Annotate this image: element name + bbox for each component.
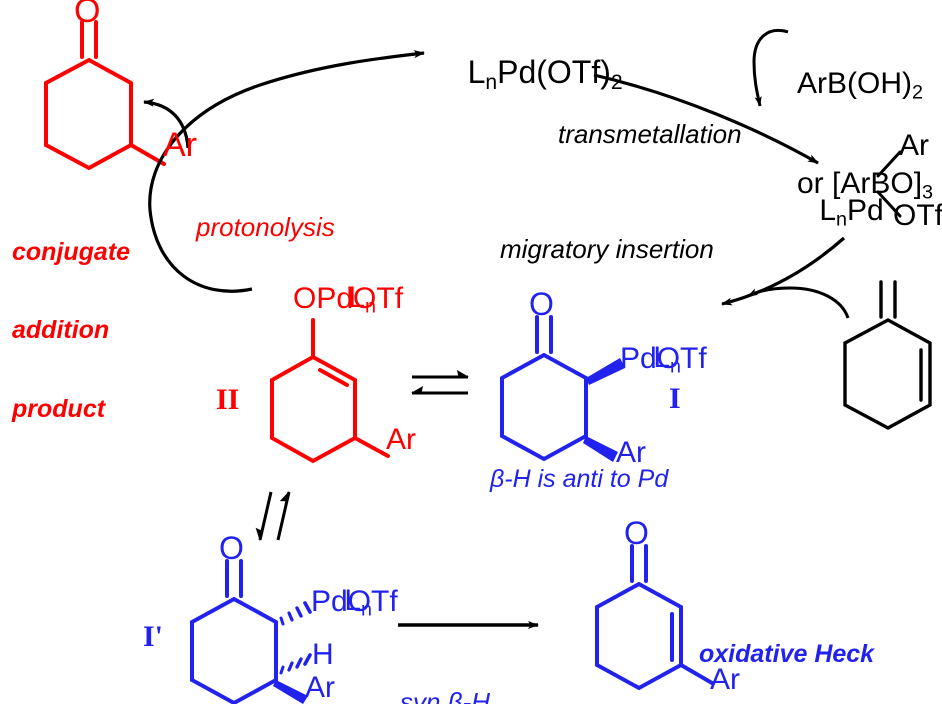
- protonolysis-regeneration-arrow: [148, 50, 425, 293]
- structure-II-L: L: [348, 280, 366, 314]
- catalyst-rest: Pd(OTf): [497, 53, 611, 90]
- aryl-palladium-core-label: LnPd: [786, 163, 884, 261]
- boroxine-sub: 3: [922, 181, 934, 204]
- equilibrium-arrows-vertical: [255, 491, 291, 541]
- structure-I-aryl-label: Ar: [616, 436, 646, 469]
- structure-II-ligand-label: Ln: [315, 250, 376, 348]
- structure-I-prime-oxygen-label: O: [219, 530, 244, 566]
- transmetallation-arrow: [593, 73, 819, 165]
- catalyst-core: L: [467, 53, 486, 90]
- structure-I-prime-L-sub: n: [361, 598, 373, 621]
- structure-I-pd-wedge: [586, 358, 625, 385]
- boron-reagent-sub: 2: [912, 81, 924, 104]
- boron-reagent-entry-arrow: [752, 29, 789, 107]
- structure-I-prime-L: L: [344, 583, 362, 617]
- structure-I-prime-roman-label: I': [143, 620, 164, 653]
- syn-elimination-line-1: syn β-H: [400, 686, 490, 704]
- catalyst-label: LnPd(OTf)2: [432, 22, 623, 127]
- conjugate-caption-line-3: product: [12, 395, 106, 423]
- structure-II-roman-label: II: [216, 383, 240, 416]
- aryl-pd-ligand-L: L: [819, 193, 837, 227]
- protonolysis-label: protonolysis: [196, 212, 335, 242]
- structure-I-prime-pd-hash: [279, 601, 312, 626]
- structure-I-prime-pdotf-label: PdOTf: [311, 585, 398, 618]
- structure-I-prime-ligand-label: Ln: [311, 553, 372, 651]
- conjugate-product-aryl-label: Ar: [163, 126, 197, 164]
- structure-I-roman-label: I: [669, 382, 681, 415]
- conjugate-addition-product-structure: [44, 20, 166, 171]
- structure-II-L-sub: n: [365, 295, 377, 318]
- structure-I-ligand-label: Ln: [620, 310, 681, 408]
- anti-to-pd-annotation: β-H is anti to Pd: [490, 465, 669, 493]
- oxidative-heck-product-structure: [595, 544, 714, 691]
- boron-reagent-formula: ArB(OH): [797, 67, 912, 100]
- migratory-insertion-arrow: [721, 236, 846, 306]
- heck-product-oxygen-label: O: [624, 515, 649, 551]
- cyclohexenone-substrate-structure: [843, 280, 932, 430]
- oxidative-heck-product-caption: oxidative Heck product: [699, 588, 874, 704]
- migratory-insertion-label: migratory insertion: [500, 234, 714, 264]
- heck-caption-line-1: oxidative Heck: [699, 639, 875, 668]
- conjugate-caption-line-1: conjugate: [12, 237, 131, 266]
- catalyst-core-sub: n: [485, 70, 498, 94]
- aryl-pd-metal: Pd: [847, 193, 884, 227]
- structure-I-prime-aryl-wedge: [273, 680, 308, 704]
- aryl-palladium-aryl-label: Ar: [899, 129, 929, 162]
- aryl-pd-ligand-L-sub: n: [836, 208, 848, 231]
- heck-product-aryl-label: Ar: [710, 663, 740, 696]
- aryl-palladium-bonds: [876, 150, 902, 218]
- conjugate-caption-line-2: addition: [12, 316, 110, 345]
- enone-entry-arrow: [747, 286, 850, 319]
- structure-I-L-sub: n: [670, 355, 682, 378]
- conjugate-product-arrow: [143, 98, 190, 149]
- structure-I-aryl-wedge: [583, 436, 618, 462]
- structure-II-opdotf-label: OPdOTf: [293, 282, 404, 315]
- structure-I-prime-h-hash: [279, 653, 312, 675]
- structure-I-prime-drawing: [190, 559, 278, 704]
- boroxine-formula: or [ArBO]: [797, 167, 923, 201]
- structure-II-aryl-label: Ar: [386, 423, 416, 456]
- equilibrium-arrows-horizontal: [411, 370, 469, 395]
- conjugate-product-oxygen-label: O: [74, 0, 101, 30]
- structure-I-drawing: [500, 315, 588, 462]
- structure-I-pdotf-label: PdOTf: [620, 342, 707, 375]
- boron-reagent-line-1: ArB(OH)2: [797, 68, 933, 103]
- structure-I-L: L: [653, 340, 671, 374]
- conjugate-addition-product-caption: conjugate addition product: [12, 186, 130, 475]
- boron-reagent-line-2: or [ArBO]3: [797, 168, 933, 203]
- syn-beta-h-elimination-label: syn β-H elimination: [400, 634, 524, 704]
- catalyst-rest-sub: 2: [610, 70, 623, 94]
- structure-I-prime-aryl-label: Ar: [305, 671, 335, 704]
- structure-II-drawing: [270, 318, 390, 464]
- boron-reagent-label: ArB(OH)2 or [ArBO]3: [797, 5, 933, 267]
- aryl-palladium-otf-label: OTf: [893, 199, 942, 232]
- structure-I-oxygen-label: O: [529, 286, 554, 322]
- structure-I-prime-hydrogen-label: H: [312, 638, 334, 671]
- transmetallation-label: transmetallation: [558, 119, 742, 149]
